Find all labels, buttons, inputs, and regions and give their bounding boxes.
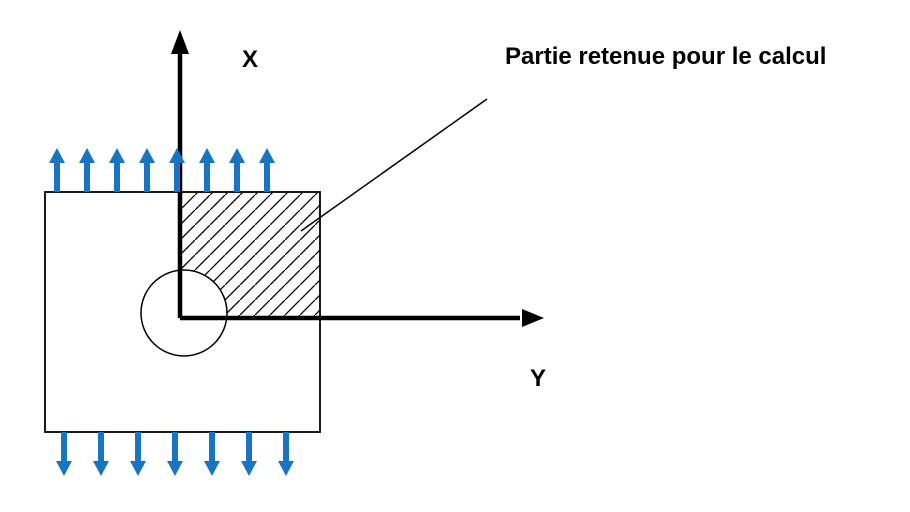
x-axis-arrowhead-icon [171, 30, 189, 54]
load-arrow-up-icon [139, 148, 155, 192]
plate-square-outline [44, 191, 321, 433]
load-arrow-up-icon [259, 148, 275, 192]
central-hole-circle [140, 269, 228, 357]
x-axis-label: X [242, 46, 258, 73]
top-load-arrows [49, 148, 275, 192]
load-arrow-up-icon [79, 148, 95, 192]
load-arrow-up-icon [109, 148, 125, 192]
load-arrow-up-icon [199, 148, 215, 192]
load-arrow-down-icon [278, 432, 294, 476]
load-arrow-down-icon [56, 432, 72, 476]
load-arrow-down-icon [241, 432, 257, 476]
load-arrow-down-icon [167, 432, 183, 476]
load-arrow-up-icon [49, 148, 65, 192]
annotation-text: Partie retenue pour le calcul [505, 43, 826, 70]
y-axis [180, 309, 544, 327]
y-axis-arrowhead-icon [522, 309, 544, 327]
load-arrow-down-icon [204, 432, 220, 476]
bottom-load-arrows [56, 432, 294, 476]
load-arrow-up-icon [169, 148, 185, 192]
load-arrow-up-icon [229, 148, 245, 192]
load-arrow-down-icon [130, 432, 146, 476]
annotation-leader-line [300, 98, 488, 232]
y-axis-label: Y [530, 365, 546, 392]
load-arrow-down-icon [93, 432, 109, 476]
